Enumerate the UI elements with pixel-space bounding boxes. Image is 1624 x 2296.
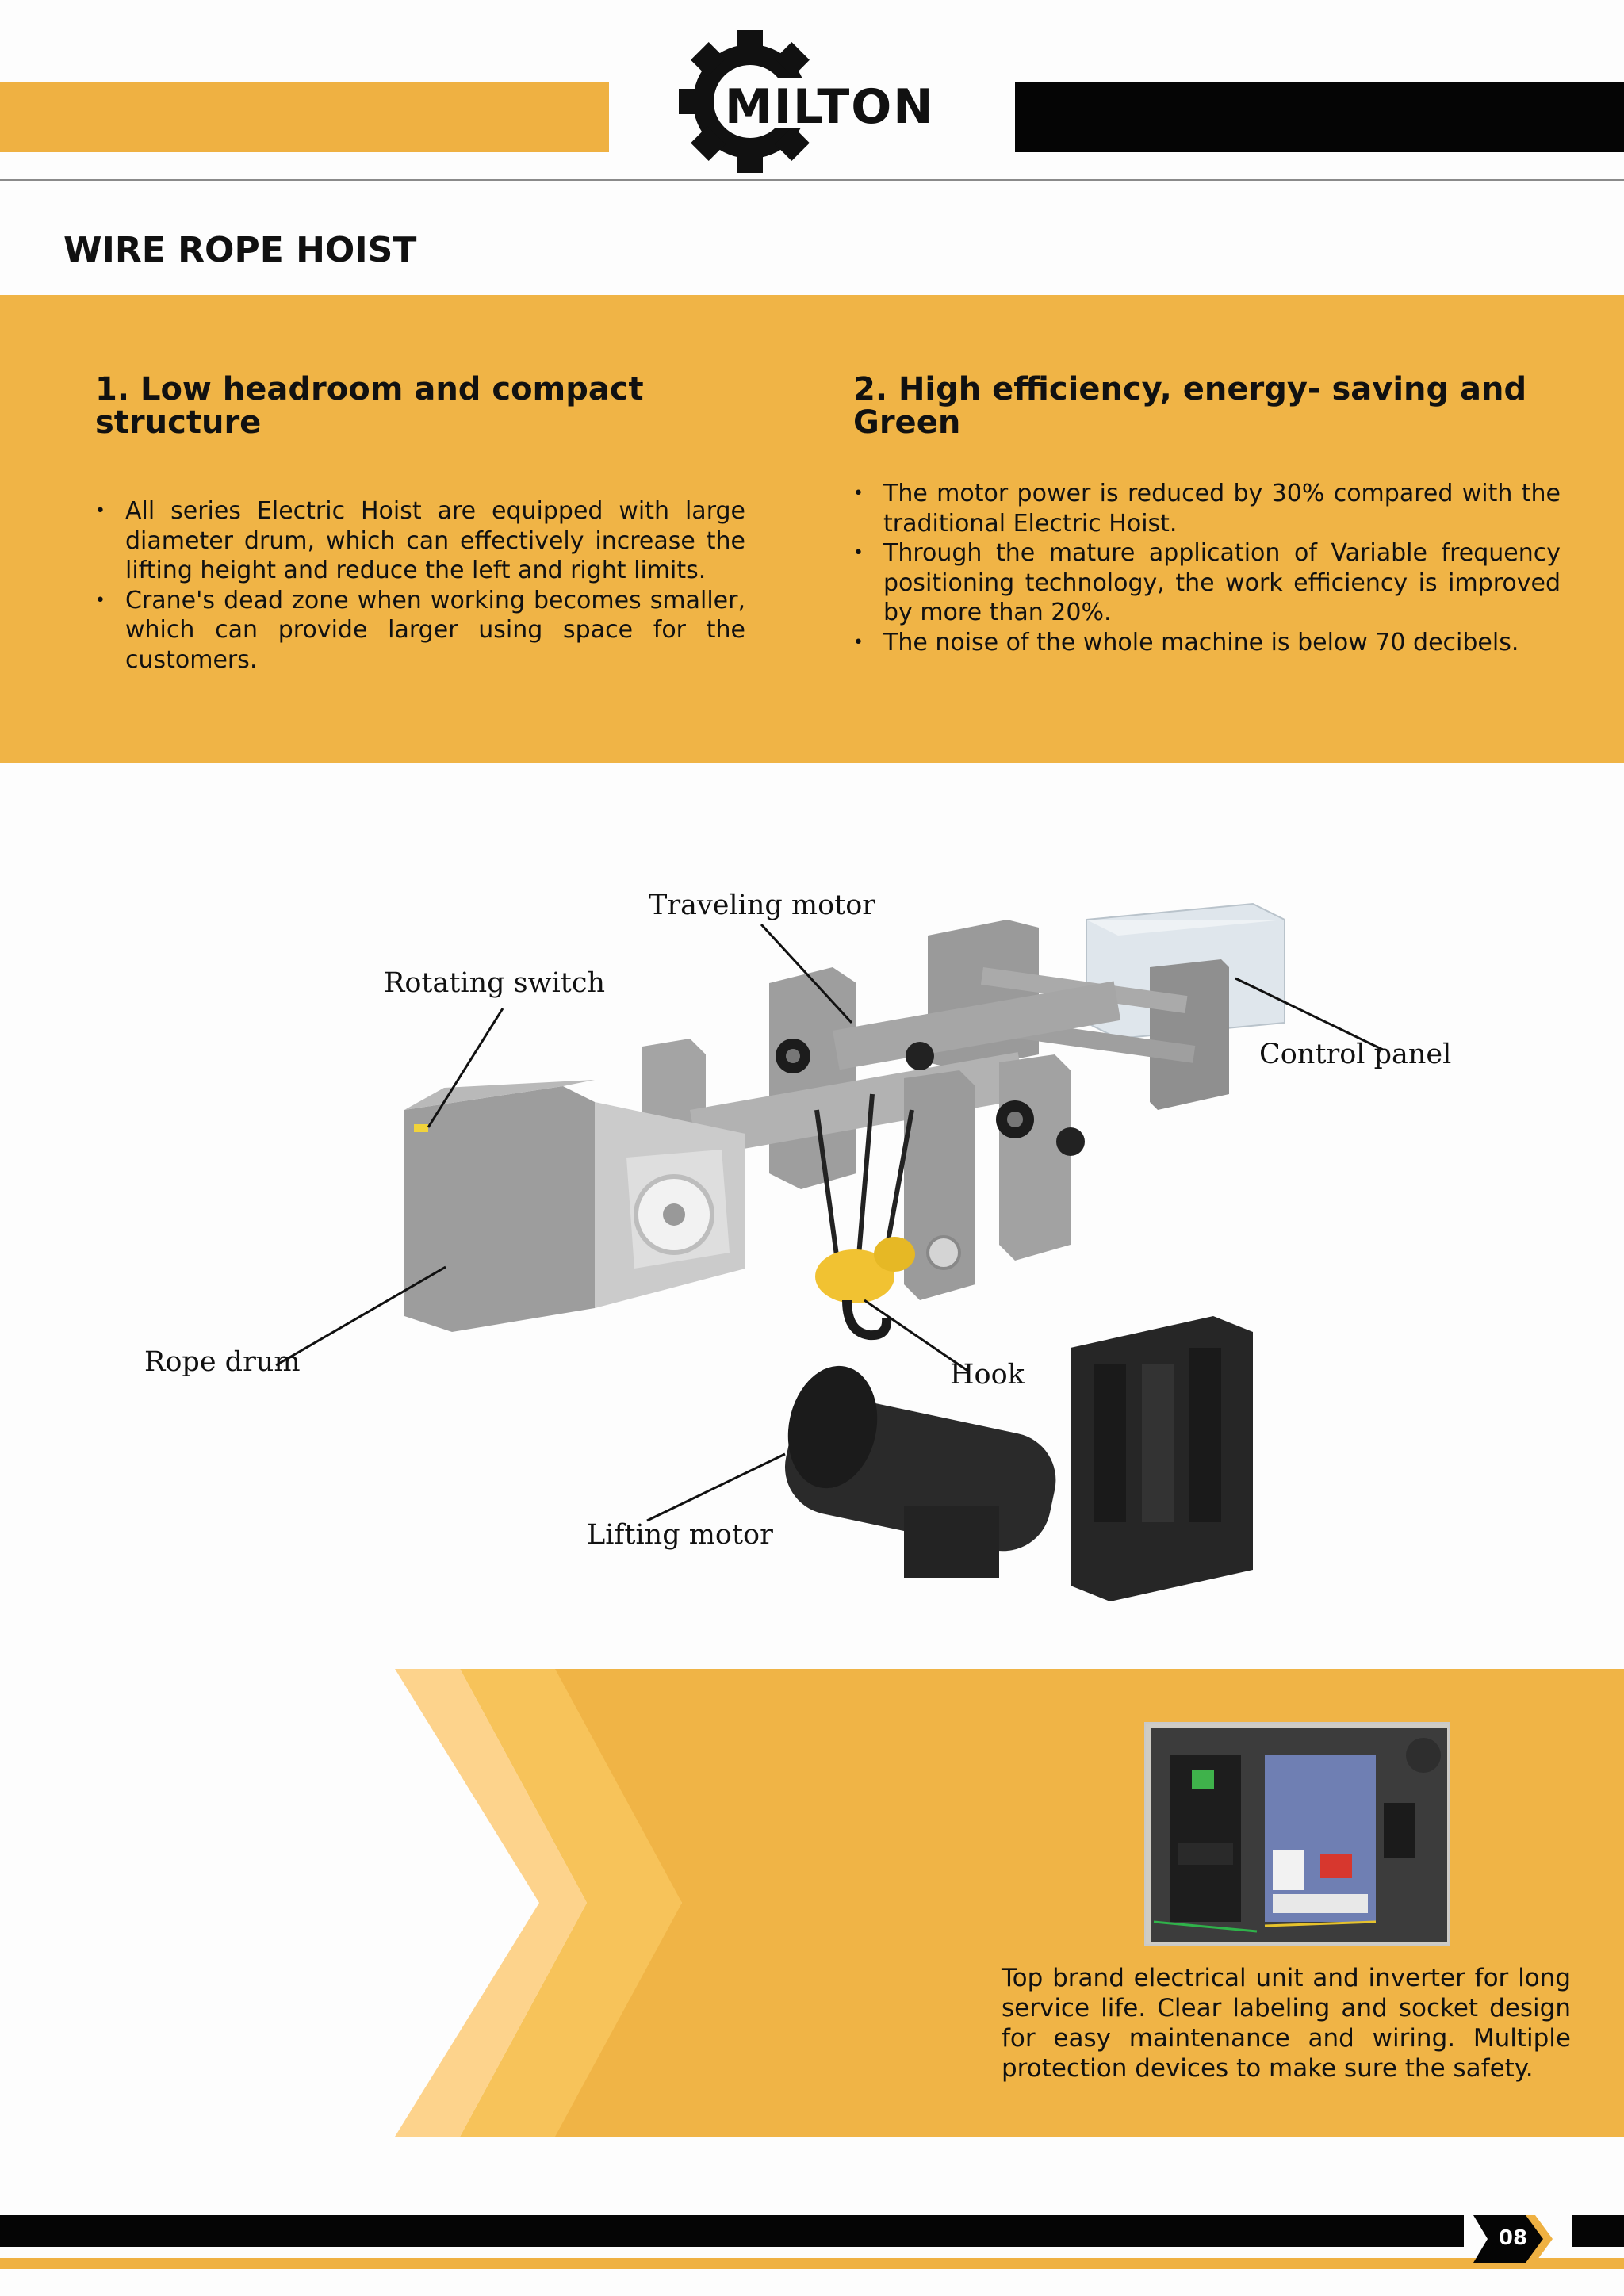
footer-dark-bar	[0, 2215, 1464, 2247]
feature-bullet: Through the mature application of Variab…	[853, 538, 1561, 628]
label-rotating-switch: Rotating switch	[384, 967, 606, 999]
feature-bullets: All series Electric Hoist are equipped w…	[95, 496, 745, 675]
milton-logo: MILTON	[679, 30, 948, 173]
hoist-exploded-diagram: Traveling motor Rotating switch Control …	[119, 872, 1467, 1617]
label-hook: Hook	[950, 1359, 1025, 1391]
electrical-cabinet-image	[1146, 1724, 1449, 1944]
label-traveling-motor: Traveling motor	[649, 890, 876, 921]
header-dark-bar	[1015, 82, 1624, 152]
page-number-badge	[1473, 2215, 1553, 2263]
footer-accent-bar	[0, 2258, 1624, 2269]
feature-column-2: 2. High efficiency, energy- saving and G…	[853, 373, 1561, 657]
label-lifting-motor: Lifting motor	[587, 1519, 773, 1551]
label-rope-drum: Rope drum	[144, 1346, 301, 1378]
header-divider	[0, 179, 1624, 181]
electrical-cabinet-photo	[1144, 1722, 1450, 1946]
feature-bullet: All series Electric Hoist are equipped w…	[95, 496, 745, 586]
feature-column-1: 1. Low headroom and compact structure Al…	[95, 373, 745, 675]
feature-heading: 2. High efficiency, energy- saving and G…	[853, 371, 1527, 441]
hoist-illustration	[275, 902, 1384, 1601]
feature-bullets: The motor power is reduced by 30% compar…	[853, 479, 1561, 657]
header-accent-bar	[0, 82, 609, 152]
electrical-description: Top brand electrical unit and inverter f…	[1002, 1964, 1571, 2083]
feature-bullet: Crane's dead zone when working becomes s…	[95, 586, 745, 675]
page-title: WIRE ROPE HOIST	[63, 230, 417, 270]
feature-bullet: The motor power is reduced by 30% compar…	[853, 479, 1561, 538]
feature-heading: 1. Low headroom and compact structure	[95, 371, 644, 441]
feature-bullet: The noise of the whole machine is below …	[853, 628, 1561, 658]
label-control-panel: Control panel	[1259, 1039, 1452, 1070]
gear-icon	[679, 30, 923, 173]
brand-name: MILTON	[725, 79, 935, 135]
page-number: 08	[1498, 2226, 1528, 2250]
footer-dark-bar-end	[1572, 2215, 1624, 2247]
